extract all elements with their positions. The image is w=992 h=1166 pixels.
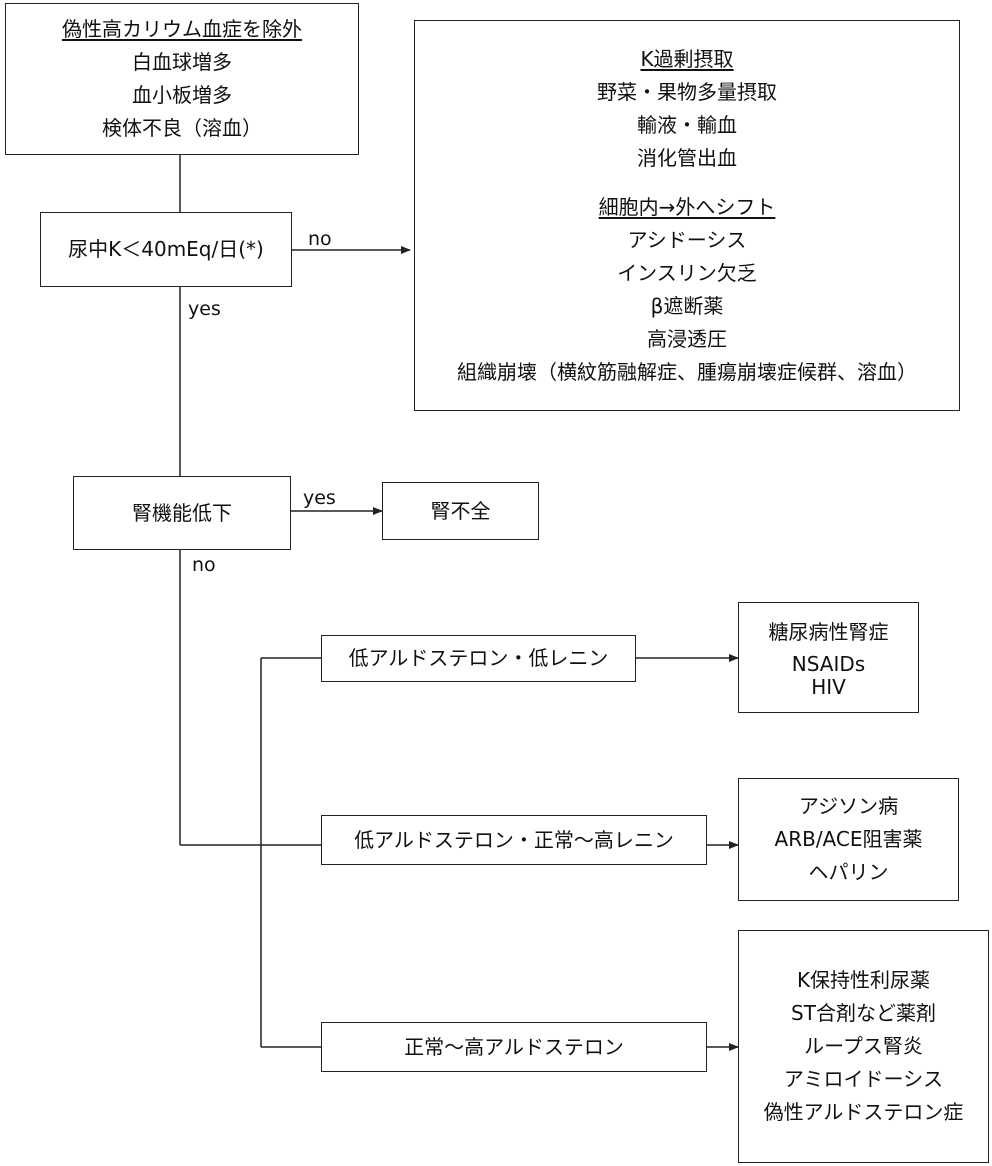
result-item: 偽性アルドステロン症 — [763, 1100, 964, 1124]
result-item: アジソン病 — [798, 794, 899, 818]
k-causes-box: K過剰摂取 野菜・果物多量摂取 輸液・輸血 消化管出血 細胞内→外へシフト アシ… — [414, 20, 960, 411]
high-aldo-box: 正常〜高アルドステロン — [321, 1022, 707, 1072]
edge-label-renal-no: no — [192, 554, 216, 576]
result-item: ループス腎炎 — [804, 1034, 923, 1058]
low-renin-results-box: 糖尿病性腎症 NSAIDs HIV — [738, 602, 919, 713]
causes-item: β遮断薬 — [650, 293, 724, 318]
result-item: NSAIDs — [791, 652, 866, 676]
causes-item: 消化管出血 — [637, 145, 737, 170]
result-item: ヘパリン — [808, 860, 889, 884]
urine-k-box: 尿中K＜40mEq/日(*) — [40, 212, 292, 287]
low-aldo-low-renin-label: 低アルドステロン・低レニン — [348, 646, 609, 670]
result-item: アミロイドーシス — [783, 1067, 944, 1091]
causes-item: インスリン欠乏 — [617, 260, 757, 285]
low-aldo-high-renin-box: 低アルドステロン・正常〜高レニン — [321, 815, 707, 865]
renal-failure-label: 腎不全 — [430, 498, 491, 523]
result-item: K保持性利尿薬 — [796, 968, 931, 992]
edge-label-renal-yes: yes — [303, 487, 336, 509]
exclude-item: 血小板増多 — [132, 83, 232, 107]
high-aldo-results-box: K保持性利尿薬 ST合剤など薬剤 ループス腎炎 アミロイドーシス 偽性アルドステ… — [738, 930, 989, 1163]
renal-function-label: 腎機能低下 — [132, 500, 232, 525]
causes-item: 組織崩壊（横紋筋融解症、腫瘍崩壊症候群、溶血） — [457, 359, 917, 384]
causes-item: 輸液・輸血 — [637, 112, 737, 137]
exclude-item: 白血球増多 — [132, 50, 232, 74]
low-aldo-high-renin-label: 低アルドステロン・正常〜高レニン — [354, 827, 674, 852]
urine-k-label: 尿中K＜40mEq/日(*) — [68, 237, 264, 261]
low-aldo-low-renin-box: 低アルドステロン・低レニン — [321, 635, 636, 682]
causes-item: 野菜・果物多量摂取 — [597, 79, 777, 104]
exclude-heading: 偽性高カリウム血症を除外 — [62, 17, 302, 41]
causes-item: 高浸透圧 — [647, 326, 727, 351]
result-item: ST合剤など薬剤 — [791, 1001, 936, 1025]
renal-function-box: 腎機能低下 — [73, 476, 291, 550]
result-item: ARB/ACE阻害薬 — [774, 827, 923, 851]
edge-label-urine-no: no — [308, 228, 332, 250]
exclude-item: 検体不良（溶血） — [102, 116, 262, 140]
high-aldo-label: 正常〜高アルドステロン — [404, 1034, 624, 1059]
causes-heading-shift: 細胞内→外へシフト — [598, 194, 776, 219]
edge-label-urine-yes: yes — [188, 298, 221, 320]
renal-failure-box: 腎不全 — [382, 482, 539, 540]
causes-item: アシドーシス — [627, 227, 747, 252]
result-item: HIV — [811, 675, 846, 699]
high-renin-results-box: アジソン病 ARB/ACE阻害薬 ヘパリン — [738, 778, 959, 901]
causes-heading-intake: K過剰摂取 — [640, 46, 734, 71]
pseudo-hyperkalemia-box: 偽性高カリウム血症を除外 白血球増多 血小板増多 検体不良（溶血） — [5, 3, 359, 155]
result-item: 糖尿病性腎症 — [768, 620, 889, 644]
